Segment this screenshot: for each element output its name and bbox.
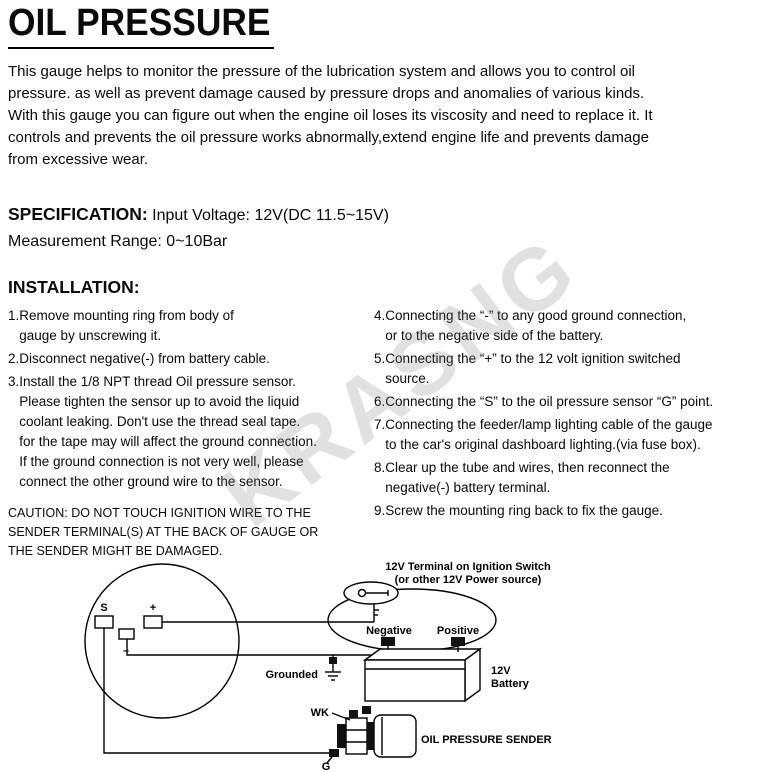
step-text: Screw the mounting ring back to fix the … [385,502,663,518]
spec-voltage-value: Input Voltage: 12V(DC 11.5~15V) [152,206,389,224]
sender-left-cap [337,724,346,748]
battery-top-face [362,648,483,661]
step-text: Remove mounting ring from body of gauge … [19,307,234,343]
installation-columns: 1. Remove mounting ring from body of gau… [8,306,776,561]
ground-wire [126,639,389,656]
page-title: OIL PRESSURE [8,3,275,49]
terminal-s-label: S [100,602,107,614]
step-number: 4. [374,307,386,323]
oil-pressure-sender [326,706,417,764]
battery-label-line1: 12V [491,665,511,677]
install-step-2: 2. Disconnect negative(-) from battery c… [8,349,370,369]
intro-paragraph: This gauge helps to monitor the pressure… [8,62,653,168]
gauge-terminal-plus [143,615,163,629]
specification-section: SPECIFICATION: Input Voltage: 12V(DC 11.… [8,201,768,255]
battery-label-line2: Battery [491,678,530,690]
wk-pointer-line [331,712,351,721]
spec-line-range: Measurement Range: 0~10Bar [8,232,228,250]
step-number: 1. [8,307,20,323]
step-text: Clear up the tube and wires, then reconn… [385,459,670,495]
wk-label: WK [311,707,329,719]
negative-label: Negative [366,625,412,637]
step-text: Install the 1/8 NPT thread Oil pressure … [19,373,317,489]
step-text: Disconnect negative(-) from battery cabl… [19,350,270,366]
g-pointer-line [326,756,333,764]
caution-note: CAUTION: DO NOT TOUCH IGNITION WIRE TO T… [8,505,319,558]
ignition-label-line2: (or other 12V Power source) [395,574,542,586]
terminal-minus-label: – [123,645,129,657]
step-text: Connecting the feeder/lamp lighting cabl… [385,416,713,452]
battery-positive-terminal [451,637,465,646]
g-label: G [322,761,331,772]
ignition-switch [343,581,399,622]
step-number: 3. [8,373,20,389]
sender-body [373,714,417,758]
sender-terminal-bolt-1 [349,710,358,718]
battery-front-face [364,659,466,702]
spec-line-voltage: SPECIFICATION: Input Voltage: 12V(DC 11.… [8,201,768,229]
gauge-back-circle [84,563,240,719]
diagram-labels: 12V Terminal on Ignition Switch (or othe… [265,561,551,772]
spec-heading: SPECIFICATION: [8,203,148,224]
key-ring [357,588,367,598]
sender-hex-section [345,717,368,755]
installation-left-column: 1. Remove mounting ring from body of gau… [8,306,370,561]
sender-ground-stud [329,749,339,757]
step-text: Connecting the “-” to any good ground co… [385,307,687,343]
step-text: Connecting the “+” to the 12 volt igniti… [385,350,681,386]
gauge-back: S + – [84,563,240,719]
grounded-label: Grounded [265,669,318,681]
battery [362,637,483,703]
install-step-8: 8. Clear up the tube and wires, then rec… [374,458,772,498]
gauge-terminal-s [94,615,114,629]
step-number: 6. [374,393,386,409]
install-step-1: 1. Remove mounting ring from body of gau… [8,306,370,346]
step-number: 9. [374,502,386,518]
install-step-6: 6. Connecting the “S” to the oil pressur… [374,392,772,412]
step-number: 5. [374,350,386,366]
sender-collar [367,722,374,750]
gauge-terminal-minus [118,628,135,640]
manual-page: OIL PRESSURE This gauge helps to monitor… [8,3,776,772]
ground-symbol [325,655,341,681]
sender-label: OIL PRESSURE SENDER [421,734,552,746]
ignition-label-line1: 12V Terminal on Ignition Switch [385,561,551,573]
step-text: Connecting the “S” to the oil pressure s… [385,393,714,409]
install-step-3: 3. Install the 1/8 NPT thread Oil pressu… [8,372,370,492]
wiring-diagram: S + – [84,561,552,772]
step-number: 8. [374,459,386,475]
install-step-4: 4. Connecting the “-” to any good ground… [374,306,772,346]
battery-negative-terminal [381,637,395,646]
step-number: 2. [8,350,20,366]
positive-label: Positive [437,625,479,637]
step-number: 7. [374,416,386,432]
installation-right-column: 4. Connecting the “-” to any good ground… [374,306,772,561]
install-step-9: 9. Screw the mounting ring back to fix t… [374,501,772,521]
install-step-7: 7. Connecting the feeder/lamp lighting c… [374,415,772,455]
install-step-5: 5. Connecting the “+” to the 12 volt ign… [374,349,772,389]
sender-terminal-bolt-2 [362,706,371,714]
installation-heading: INSTALLATION: [8,276,140,297]
sender-signal-wire [103,628,330,754]
terminal-plus-label: + [150,602,156,614]
